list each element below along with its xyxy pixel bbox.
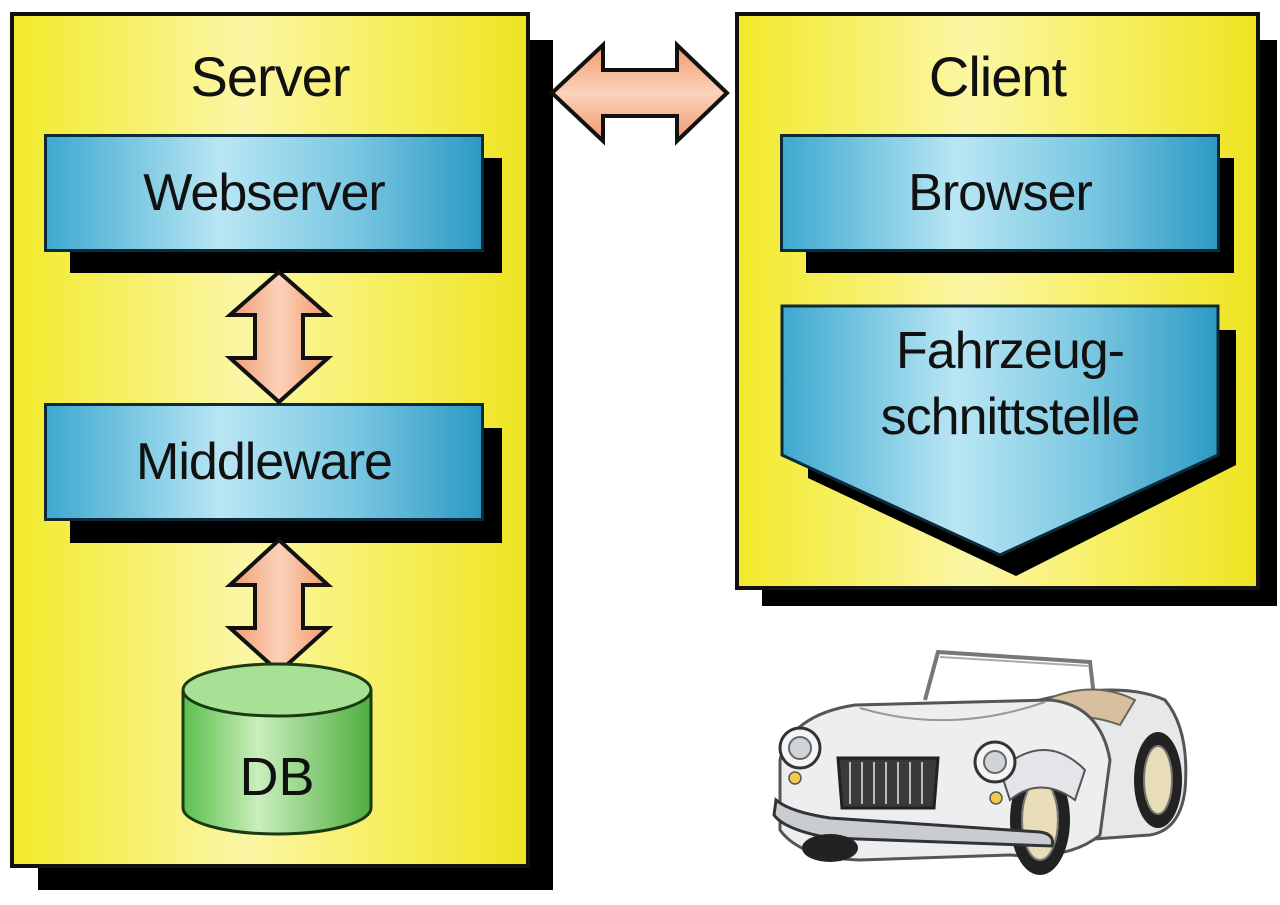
client-title: Client xyxy=(928,45,1067,108)
browser-box: Browser xyxy=(780,134,1220,252)
vehicle-interface-label-line2: schnittstelle xyxy=(880,388,1141,446)
middleware-box: Middleware xyxy=(44,403,484,521)
database-cylinder-icon xyxy=(181,662,373,836)
vehicle-interface-label-line1: Fahrzeug- xyxy=(896,322,1125,380)
server-title: Server xyxy=(190,45,351,108)
server-client-double-arrow-icon xyxy=(549,40,730,146)
middleware-db-double-arrow-icon xyxy=(224,537,334,675)
database-label: DB xyxy=(239,747,314,807)
webserver-middleware-double-arrow-icon xyxy=(224,269,334,405)
vehicle-interface-label: Fahrzeug- schnittstelle xyxy=(800,318,1220,450)
webserver-box: Webserver xyxy=(44,134,484,252)
convertible-car-icon xyxy=(772,649,1188,875)
vehicle-interface-shape xyxy=(780,304,1236,576)
